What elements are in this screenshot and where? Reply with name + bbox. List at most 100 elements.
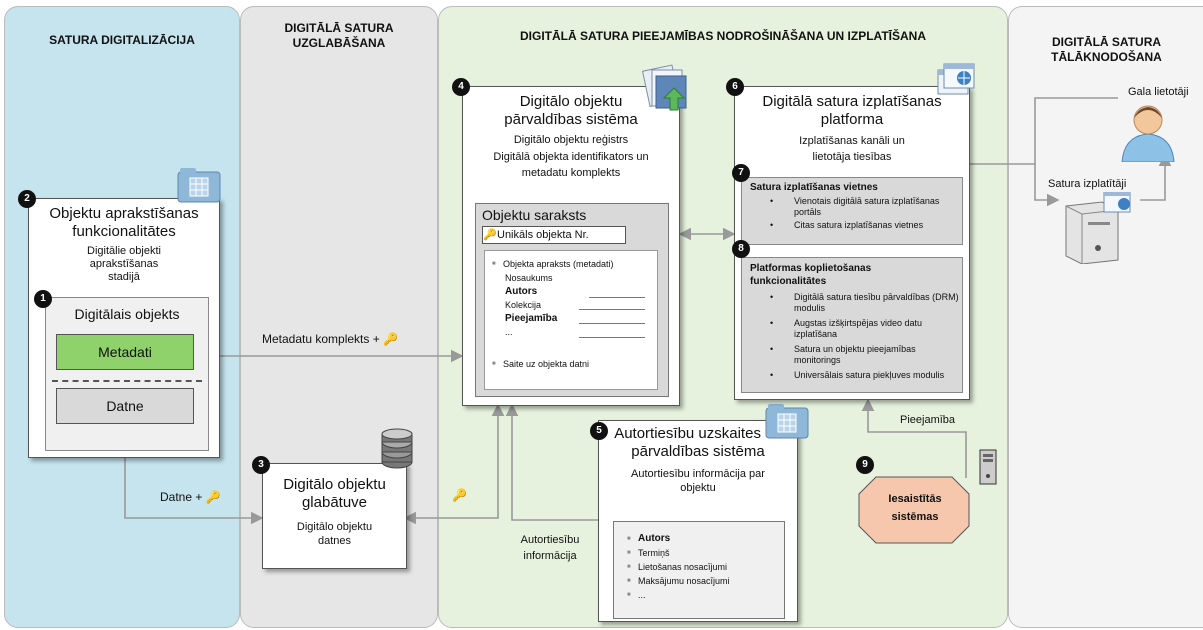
box6-title: Digitālā satura izplatīšanas platforma <box>762 93 942 128</box>
badge-4: 4 <box>452 78 470 96</box>
copyright-item: Autors <box>627 532 730 546</box>
box6-subtitle: Izplatīšanas kanāli un lietotāja tiesība… <box>799 135 905 163</box>
metadata-set-label: Metadatu komplekts + 🔑 <box>262 332 398 346</box>
description-list: Objekta apraksts (metadati) <box>491 259 614 270</box>
separator-dashed <box>52 380 202 382</box>
box7-item: Citas satura izplatīšanas vietnes <box>770 220 960 231</box>
box8-item: Digitālā satura tiesību pārvaldības (DRM… <box>770 292 960 314</box>
lane-storage-title: DIGITĀLĀ SATURA UZGLABĀŠANA <box>284 21 394 50</box>
file-plus-text: Datne + <box>160 490 203 504</box>
unique-id-label: Unikāls objekta Nr. <box>497 229 589 241</box>
box7-item: Vienotais digitālā satura izplatīšanas p… <box>770 196 960 218</box>
badge-9: 9 <box>856 456 874 474</box>
arrow-dist-user <box>1140 153 1172 201</box>
file-plus-label: Datne + 🔑 <box>160 490 221 504</box>
box-object-storage: Digitālo objektu glabātuve Digitālo obje… <box>262 463 407 569</box>
copyright-item: Termiņš <box>627 546 730 560</box>
browser-window-icon <box>936 62 976 102</box>
description-card: Objekta apraksts (metadati) Nosaukums Au… <box>484 250 658 390</box>
box4-sub2: Digitālā objekta identifikators un metad… <box>493 151 649 179</box>
box3-title: Digitālo objektu glabātuve <box>283 476 386 511</box>
field-collection: Kolekcija <box>505 300 542 310</box>
badge-3: 3 <box>252 456 270 474</box>
field-line <box>579 323 645 324</box>
box-description-functions: Objektu aprakstīšanas funkcionalitātes D… <box>28 198 220 458</box>
description-heading: Objekta apraksts (metadati) <box>492 259 614 270</box>
folder-grid-icon <box>176 166 222 204</box>
box8-item: Satura un objektu pieejamības monitoring… <box>770 344 960 366</box>
shared-functions-panel: Platformas koplietošanas funkcionalitāte… <box>741 257 963 393</box>
copyright-list-panel: Autors Termiņš Lietošanas nosacījumi Mak… <box>613 521 785 619</box>
lane-reuse-title: DIGITĀLĀ SATURA TĀLĀKNODOŠANA <box>1051 35 1162 64</box>
copyright-item: Lietošanas nosacījumi <box>627 560 730 574</box>
copyright-item: ... <box>627 588 730 602</box>
access-label: Pieejamība <box>900 414 956 426</box>
file-link: Saite uz objekta datni <box>492 359 589 370</box>
field-line <box>579 309 645 310</box>
box5-subtitle: Autortiesību informācija par objektu <box>631 468 765 494</box>
box-distribution-platform: Digitālā satura izplatīšanas platforma I… <box>734 86 970 400</box>
arrow-to-user <box>968 97 1118 165</box>
key-icon: 🔑 <box>205 490 221 504</box>
box7-items: Vienotais digitālā satura izplatīšanas p… <box>766 196 960 231</box>
field-more: ... <box>505 327 513 337</box>
badge-8: 8 <box>732 240 750 258</box>
box9-title: Iesaistītās sistēmas <box>888 493 942 523</box>
copyright-item: Maksājumu nosacījumi <box>627 574 729 588</box>
box7-title: Satura izplatīšanas vietnes <box>750 182 878 193</box>
arrow-to-distributors <box>1034 164 1060 207</box>
end-user-label: Gala lietotāji <box>1128 86 1189 98</box>
box5-title: Autortiesību uzskaites un pārvaldības si… <box>614 425 782 460</box>
object-list-panel: Objektu saraksts 🔑Unikāls objekta Nr. Ob… <box>475 203 669 397</box>
box8-title: Platformas koplietošanas funkcionalitāte… <box>750 263 872 287</box>
involved-systems-octagon <box>858 476 970 544</box>
unique-id-field: 🔑Unikāls objekta Nr. <box>482 226 626 244</box>
field-line <box>579 337 645 338</box>
distribution-sites-panel: Satura izplatīšanas vietnes Vienotais di… <box>741 177 963 245</box>
box2-subtitle: Digitālie objekti aprakstīšanas stadijā <box>87 245 161 283</box>
badge-5: 5 <box>590 422 608 440</box>
box8-items: Digitālā satura tiesību pārvaldības (DRM… <box>766 292 960 381</box>
box4-sub1: Digitālo objektu reģistrs <box>513 134 629 146</box>
box3-subtitle: Digitālo objektu datnes <box>296 521 373 547</box>
documents-arrow-icon <box>640 62 690 114</box>
lane-access-title: DIGITĀLĀ SATURA PIEEJAMĪBAS NODROŠINĀŠAN… <box>519 29 926 43</box>
box-copyright-management: Autortiesību uzskaites un pārvaldības si… <box>598 420 798 622</box>
arrow-file <box>124 455 264 525</box>
user-icon <box>1118 100 1178 163</box>
folder-grid-icon <box>764 402 810 440</box>
copyright-items: Autors Termiņš Lietošanas nosacījumi Mak… <box>624 532 730 602</box>
database-icon <box>380 428 414 472</box>
field-name: Nosaukums <box>505 273 553 283</box>
metadata-set-text: Metadatu komplekts + <box>262 332 380 346</box>
box8-item: Universālais satura piekļuves modulis <box>770 370 960 381</box>
badge-7: 7 <box>732 164 750 182</box>
arrow-access <box>861 398 967 478</box>
link-list: Saite uz objekta datni <box>491 359 589 370</box>
distributors-label: Satura izplatītāji <box>1048 178 1127 190</box>
object-list-title: Objektu saraksts <box>482 207 587 223</box>
box4-title: Digitālo objektu pārvaldības sistēma <box>504 93 638 128</box>
field-line <box>589 297 645 298</box>
copyright-info-label: Autortiesību informācija <box>520 534 580 562</box>
key-icon: 🔑 <box>452 488 467 502</box>
arrow-copyright <box>505 403 598 521</box>
box2-title: Objektu aprakstīšanas funkcionalitātes <box>49 205 199 240</box>
metadata-block: Metadati <box>56 334 194 370</box>
key-icon: 🔑 <box>483 229 497 241</box>
box1-title: Digitālais objekts <box>74 306 180 322</box>
field-author: Autors <box>505 286 538 297</box>
file-block: Datne <box>56 388 194 424</box>
lane-reuse: DIGITĀLĀ SATURA TĀLĀKNODOŠANA <box>1008 6 1203 628</box>
badge-2: 2 <box>18 190 36 208</box>
server-icon <box>976 448 1000 488</box>
badge-1: 1 <box>34 290 52 308</box>
key-icon: 🔑 <box>383 332 399 346</box>
arrow-key <box>403 403 505 525</box>
field-availability: Pieejamība <box>505 313 558 324</box>
box-object-management: Digitālo objektu pārvaldības sistēma Dig… <box>462 86 680 406</box>
digital-object-box: Digitālais objekts Metadati Datne <box>45 297 209 451</box>
box8-item: Augstas izšķirtspējas video datu izplatī… <box>770 318 960 340</box>
lane-digitization-title: SATURA DIGITALIZĀCIJA <box>49 33 195 47</box>
